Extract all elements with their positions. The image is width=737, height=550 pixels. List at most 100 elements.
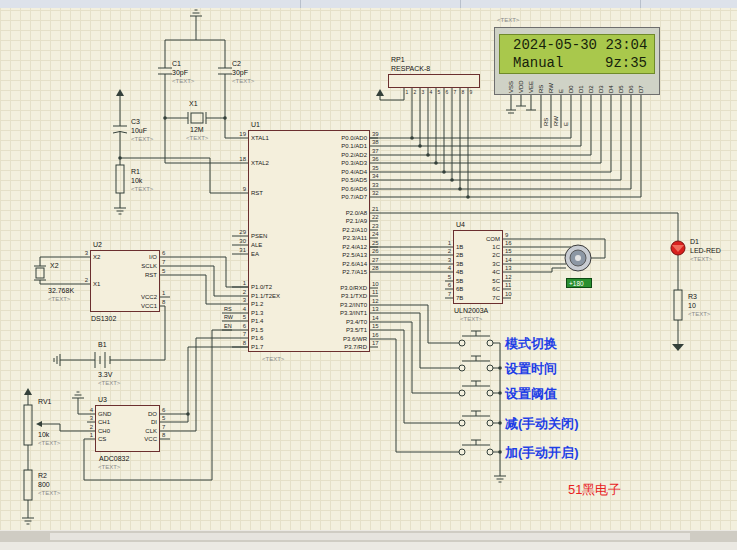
pin-name: RST	[251, 190, 263, 197]
pin-name: P3.6/WR	[343, 336, 367, 343]
pin-name: P1.5	[251, 327, 263, 334]
junction-dot	[459, 420, 465, 426]
pin-number: 19	[239, 131, 246, 138]
junction-dot	[487, 390, 493, 396]
pin-number: 3	[448, 257, 451, 264]
junction-dot	[575, 255, 581, 261]
component-label: RP1	[391, 56, 405, 64]
pin-name: P0.1/AD1	[341, 143, 367, 150]
pin-number: 5	[162, 415, 165, 422]
pin-name: CS	[98, 436, 106, 443]
pin-name: 2C	[492, 252, 500, 259]
pin-number: 13	[505, 265, 512, 272]
motor-readout: +180	[566, 278, 592, 288]
pin-name: CH0	[98, 428, 110, 435]
button-label: 加(手动开启)	[505, 445, 579, 460]
led-symbol	[671, 241, 685, 255]
pin-number: 2	[90, 424, 93, 431]
junction-dot	[458, 187, 462, 191]
pin-name: P1.2	[251, 301, 263, 308]
pin-name: XTAL2	[251, 160, 269, 167]
pin-number: 24	[372, 231, 379, 238]
text-placeholder: <TEXT>	[131, 186, 153, 193]
pin-name: RS	[538, 85, 545, 93]
component-body	[0, 0, 737, 8]
pin-number: 27	[372, 257, 379, 264]
wire	[370, 138, 378, 347]
pin-number: 11	[372, 289, 378, 296]
component-label: D1	[690, 238, 699, 246]
text-placeholder: <TEXT>	[172, 78, 194, 85]
pin-number: 6	[243, 323, 246, 330]
pin-name: P2.5/A13	[342, 252, 367, 259]
pin-name: RST	[145, 272, 157, 279]
pin-number: 6	[162, 250, 165, 257]
pin-number: 1	[162, 290, 165, 297]
wire	[378, 95, 641, 197]
component-body	[191, 113, 203, 123]
text-placeholder: <TEXT>	[232, 78, 254, 85]
pin-name: VCC1	[141, 303, 157, 310]
junction-dot	[459, 390, 465, 396]
pin-name: VSS	[508, 81, 515, 93]
pin-number: 38	[372, 139, 379, 146]
pin-name: 1C	[492, 244, 500, 251]
component-body	[0, 531, 737, 542]
pin-number: 4	[430, 89, 433, 95]
component-body	[24, 405, 32, 445]
lcd-text: 2024-05-30 23:04	[513, 37, 647, 53]
pin-name: 4C	[492, 269, 500, 276]
pin-number: 10	[505, 291, 512, 298]
component-label: X1	[189, 100, 198, 108]
pin-name: X2	[93, 254, 100, 261]
pin-number: 1	[90, 432, 93, 439]
pin-number: 33	[372, 182, 379, 189]
component-label: LED-RED	[690, 247, 721, 255]
pin-number: 15	[505, 248, 512, 255]
component-label: R2	[38, 472, 47, 480]
pin-number: 15	[372, 323, 379, 330]
pin-number: 3	[243, 297, 246, 304]
pin-name: P2.4/A12	[342, 244, 367, 251]
pin-number: 32	[372, 190, 379, 197]
junction-dot	[671, 241, 685, 255]
pin-number: 11	[505, 282, 511, 289]
pin-number: 8	[162, 432, 165, 439]
pin-name: P2.7/A15	[342, 269, 367, 276]
wire	[462, 331, 506, 482]
pin-number: 7	[454, 89, 457, 95]
art-group	[24, 89, 684, 454]
pin-name: P1.7	[251, 344, 263, 351]
button-label: 减(手动关闭)	[505, 416, 579, 431]
pin-name: VEE	[528, 81, 535, 93]
component-label: ADC0832	[99, 455, 129, 463]
pin-name: P0.0/AD0	[341, 135, 367, 142]
text-placeholder: <TEXT>	[131, 136, 153, 143]
pin-number: 3	[90, 415, 93, 422]
component-label: U2	[93, 241, 102, 249]
component-label: DS1302	[91, 315, 116, 323]
pin-number: 7	[162, 424, 165, 431]
pin-name: P1.4	[251, 318, 263, 325]
wire	[378, 305, 459, 452]
component-label: C2	[232, 60, 241, 68]
resistor-pack: RP1RESPACK-8	[388, 74, 480, 88]
wire	[672, 245, 684, 252]
junction-dot	[163, 116, 167, 120]
pin-number: 5	[243, 314, 246, 321]
wire-connector	[370, 247, 453, 248]
net-label: RW	[224, 314, 233, 320]
text-placeholder: <TEXT>	[98, 380, 120, 387]
pin-name: DO	[148, 411, 157, 418]
pin-name: P0.3/AD3	[341, 160, 367, 167]
pin-name: RS	[543, 118, 550, 126]
pin-number: 6	[162, 407, 165, 414]
text-placeholder: <TEXT>	[38, 490, 60, 497]
pin-number: 16	[505, 240, 512, 247]
pin-name: SCLK	[141, 263, 157, 270]
component-label: 3.3V	[98, 371, 112, 379]
pin-number: 8	[243, 340, 246, 347]
text-placeholder: <TEXT>	[460, 316, 482, 323]
pin-number: 26	[372, 248, 379, 255]
component-label: ULN2003A	[454, 307, 488, 315]
